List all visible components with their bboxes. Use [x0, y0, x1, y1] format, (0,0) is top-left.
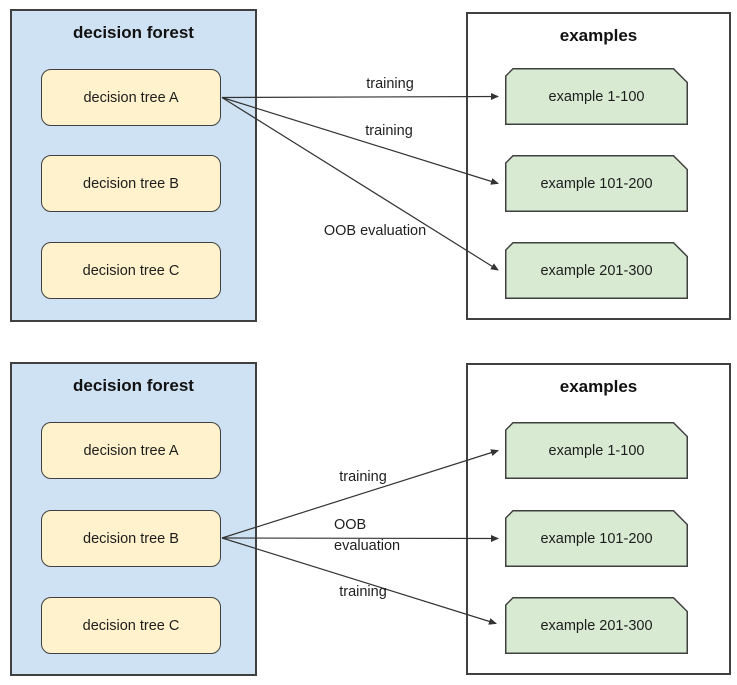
tree-node-c: decision tree C [41, 597, 221, 654]
example-node-label: example 201-300 [540, 617, 653, 634]
oob-evaluation-arrow [221, 96, 499, 271]
beveled-card-shape [505, 155, 688, 212]
arrow-label-oob-evaluation: OOB evaluation [334, 517, 401, 554]
decision-forest-title: decision forest [73, 376, 194, 395]
tree-node-a: decision tree A [41, 422, 221, 479]
example-node-3: example 201-300 [505, 597, 688, 654]
beveled-card-shape [505, 510, 688, 567]
examples-title: examples [559, 377, 638, 396]
example-node-label: example 201-300 [540, 262, 653, 279]
example-node-3: example 201-300 [505, 242, 688, 299]
examples-title: examples [559, 26, 638, 45]
example-node-label: example 101-200 [540, 175, 653, 192]
example-node-label: example 101-200 [540, 530, 653, 547]
beveled-card-shape [505, 68, 688, 125]
tree-node-b: decision tree B [41, 155, 221, 212]
example-node-1: example 1-100 [505, 422, 688, 479]
training-arrow [221, 96, 499, 185]
beveled-card-shape [505, 422, 688, 479]
arrow-label-training: training [339, 469, 387, 485]
example-node-2: example 101-200 [505, 510, 688, 567]
training-arrow [221, 93, 499, 101]
decision-forest-title: decision forest [73, 23, 194, 42]
example-node-label: example 1-100 [548, 88, 645, 105]
arrow-label-oob-evaluation: OOB evaluation [323, 223, 427, 239]
arrow-label-training: training [365, 123, 413, 139]
beveled-card-shape [505, 242, 688, 299]
example-node-label: example 1-100 [548, 442, 645, 459]
arrow-label-training: training [366, 76, 414, 92]
tree-node-c: decision tree C [41, 242, 221, 299]
beveled-card-shape [505, 597, 688, 654]
example-node-1: example 1-100 [505, 68, 688, 125]
example-node-2: example 101-200 [505, 155, 688, 212]
tree-node-a: decision tree A [41, 69, 221, 126]
arrow-label-training: training [339, 584, 387, 600]
tree-node-b: decision tree B [41, 510, 221, 567]
